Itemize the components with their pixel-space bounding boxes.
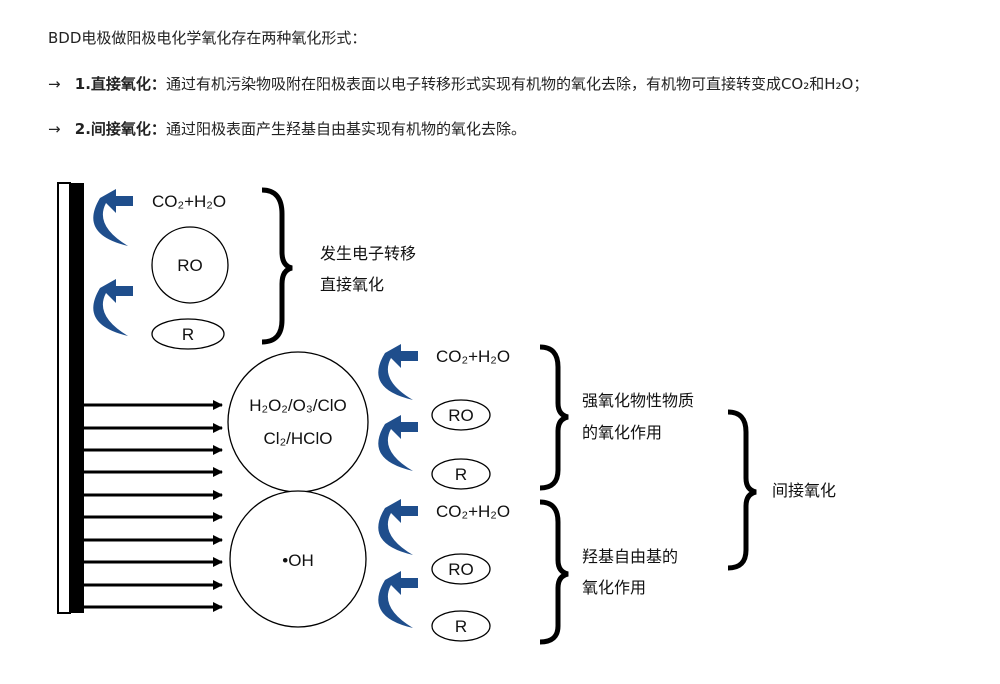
right-arrow-icon: → [48, 75, 61, 93]
oxidant-label-line1: 强氧化物性物质 [582, 391, 694, 410]
curved-arrow-icon [93, 189, 133, 246]
oxidant-circle [227, 351, 369, 493]
radical-label-line1: 羟基自由基的 [582, 547, 678, 566]
intro-item-indirect: → 2.间接氧化：通过阳极表面产生羟基自由基实现有机物的氧化去除。 [48, 118, 526, 139]
direct-label-line2: 直接氧化 [320, 275, 384, 294]
item-text: 通过阳极表面产生羟基自由基实现有机物的氧化去除。 [165, 120, 526, 138]
oxidant-label-line2: 的氧化作用 [582, 423, 662, 442]
oxidant-line2: Cl₂/HClO [264, 429, 333, 448]
direct-ro-circle [151, 226, 229, 304]
radical-brace [539, 499, 569, 645]
indirect-label: 间接氧化 [772, 481, 836, 500]
curved-arrows [93, 189, 418, 628]
hydroxyl-radical-group: •OH CO₂+H₂O RO R 羟基自由基的 氧化作用 [229, 490, 678, 645]
oxidant-brace [539, 344, 569, 491]
item-text: 通过有机污染物吸附在阳极表面以电子转移形式实现有机物的氧化去除，有机物可直接转变… [165, 75, 869, 93]
curved-arrow-icon [93, 279, 133, 336]
bdd-electrode [57, 182, 84, 614]
intro-item-direct: → 1.直接氧化：通过有机污染物吸附在阳极表面以电子转移形式实现有机物的氧化去除… [48, 73, 868, 94]
oxidant-r-label: R [455, 465, 467, 484]
item-term: 直接氧化： [90, 75, 166, 93]
intro-heading: BDD电极做阳极电化学氧化存在两种氧化形式： [48, 29, 367, 47]
oxidant-ro-label: RO [448, 406, 474, 425]
oxidant-ro-ellipse [431, 399, 491, 431]
curved-arrow-icon [378, 571, 418, 628]
direct-r-label: R [182, 325, 194, 344]
curved-arrow-icon [378, 499, 418, 555]
curved-arrow-icon [378, 344, 418, 400]
oxidant-species-group: H₂O₂/O₃/ClO Cl₂/HClO CO₂+H₂O RO R 强氧化物性物… [227, 344, 694, 493]
direct-brace [261, 187, 293, 345]
item-number: 2. [74, 120, 91, 138]
oxidant-r-ellipse [431, 458, 491, 490]
radical-ro-ellipse [431, 553, 491, 585]
radical-r-ellipse [431, 610, 491, 642]
oxidant-release-arrows [84, 400, 223, 612]
direct-r-ellipse [151, 318, 225, 350]
radical-r-label: R [455, 617, 467, 636]
item-number: 1. [74, 75, 91, 93]
item-term: 间接氧化： [90, 120, 166, 138]
direct-ro-label: RO [177, 256, 203, 275]
radical-label: •OH [282, 551, 313, 570]
right-arrow-icon: → [48, 120, 61, 138]
oxidant-product: CO₂+H₂O [436, 347, 510, 366]
direct-label-line1: 发生电子转移 [320, 244, 416, 263]
radical-circle [229, 490, 367, 628]
radical-product: CO₂+H₂O [436, 502, 510, 521]
direct-product: CO₂+H₂O [152, 192, 226, 211]
curved-arrow-icon [378, 415, 418, 471]
radical-label-line2: 氧化作用 [582, 578, 646, 597]
direct-oxidation-group: CO₂+H₂O RO R 发生电子转移 直接氧化 [151, 187, 416, 350]
radical-ro-label: RO [448, 560, 474, 579]
indirect-brace [727, 409, 757, 571]
oxidant-line1: H₂O₂/O₃/ClO [249, 396, 347, 415]
indirect-oxidation-group: 间接氧化 [727, 409, 836, 571]
